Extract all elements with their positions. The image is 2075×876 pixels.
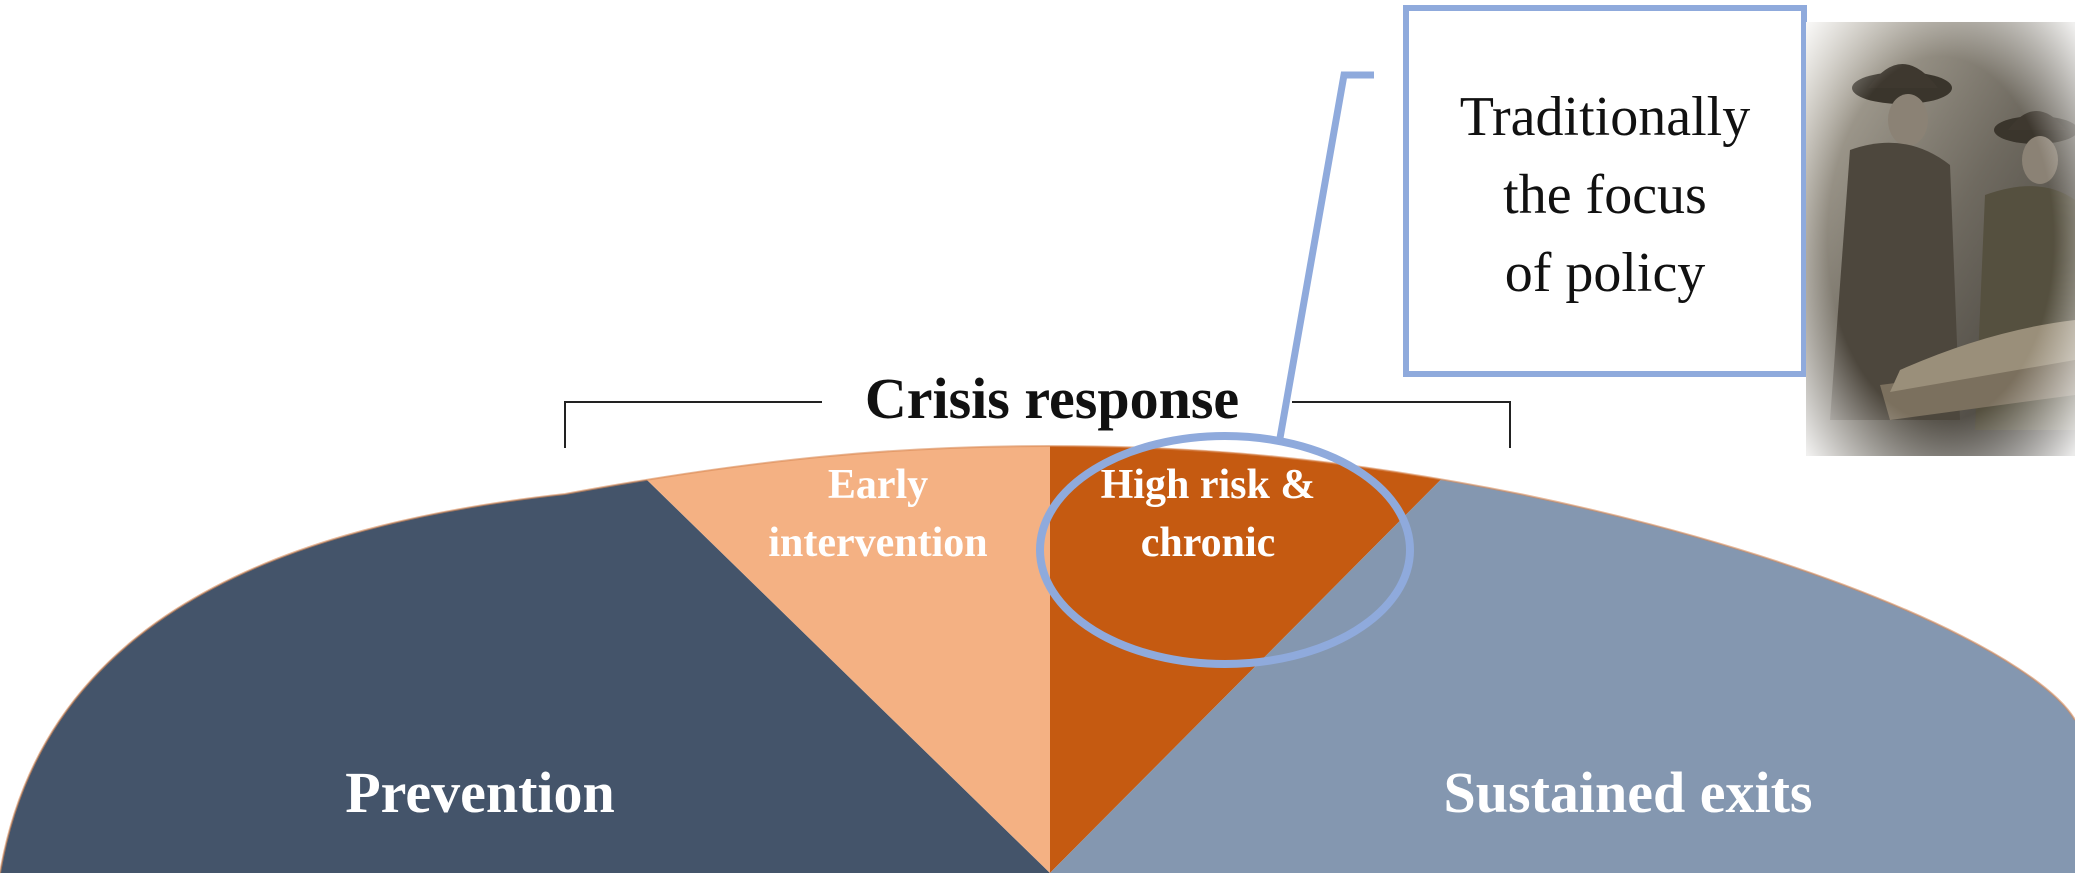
soldiers-stretcher-photo [1806, 22, 2075, 456]
label-line: Early [828, 462, 928, 508]
callout-line: of policy [1505, 242, 1706, 304]
callout-connector [1276, 71, 1374, 439]
label-line: Prevention [345, 760, 615, 825]
label-prevention: Prevention [345, 760, 615, 825]
label-sustained-exits: Sustained exits [1443, 760, 1812, 825]
callout-box [1403, 5, 1807, 377]
crisis-response-bracket [564, 401, 1511, 448]
dome-outline [0, 444, 2075, 874]
segment-early-intervention [565, 446, 1050, 873]
callout-line: the focus [1503, 164, 1707, 226]
label-line: Sustained exits [1443, 760, 1812, 825]
bracket-label: Crisis response [865, 366, 1239, 431]
label-line: chronic [1141, 520, 1276, 566]
highlight-ellipse [1036, 432, 1414, 668]
callout-line: Traditionally [1460, 86, 1750, 148]
label-early-intervention: Early intervention [768, 462, 987, 566]
label-line: High risk & [1101, 462, 1316, 508]
label-line: intervention [768, 520, 987, 566]
label-high-risk-chronic: High risk & chronic [1101, 462, 1316, 566]
callout-text: Traditionally the focus of policy [1460, 86, 1750, 304]
